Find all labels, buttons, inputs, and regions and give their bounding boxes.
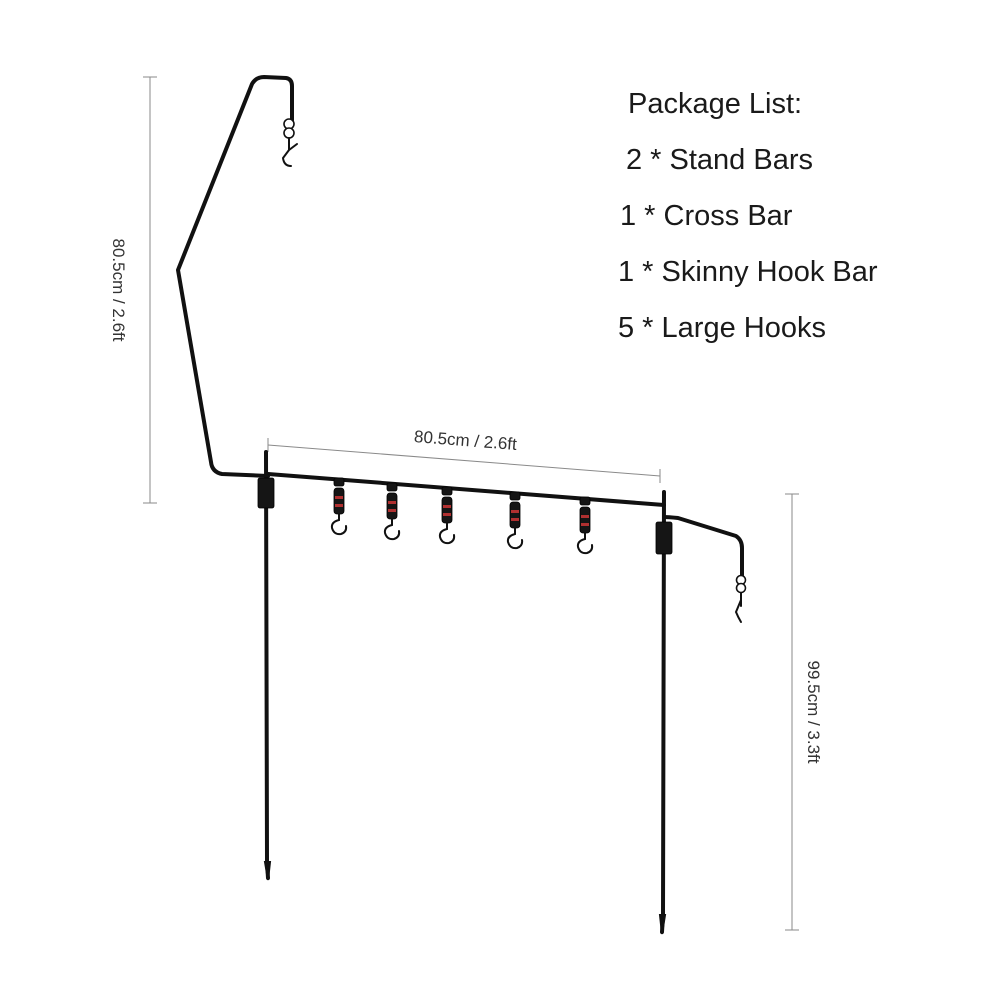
package-list-title: Package List: — [628, 88, 803, 120]
top-hanging-hook-icon — [281, 118, 298, 167]
cross-bar — [266, 472, 666, 507]
left-connector — [257, 477, 275, 509]
large-hook-1 — [330, 477, 348, 536]
right-connector — [655, 521, 673, 555]
left-stand-tip — [263, 861, 272, 881]
skinny-hook-bar — [176, 75, 294, 478]
right-height-dimension: 99.5cm / 3.3ft — [785, 493, 823, 931]
package-item-stand-bars: 2 * Stand Bars — [626, 144, 813, 176]
right-stand-bar — [660, 490, 666, 934]
large-hook-4 — [506, 491, 524, 550]
left-stand-bar — [264, 450, 270, 880]
package-item-skinny-hook-bar: 1 * Skinny Hook Bar — [618, 256, 878, 288]
left-height-label: 80.5cm / 2.6ft — [109, 239, 128, 342]
right-height-label: 99.5cm / 3.3ft — [804, 661, 823, 764]
side-hanging-hook-icon — [734, 574, 747, 623]
right-stand-tip — [658, 914, 667, 935]
right-arm-bar — [662, 515, 744, 577]
large-hook-3 — [438, 486, 456, 545]
width-label: 80.5cm / 2.6ft — [413, 427, 517, 454]
left-height-dimension: 80.5cm / 2.6ft — [109, 76, 157, 504]
width-dimension: 80.5cm / 2.6ft — [267, 427, 661, 483]
large-hook-2 — [383, 482, 401, 541]
large-hook-5 — [576, 496, 594, 555]
package-item-cross-bar: 1 * Cross Bar — [620, 200, 793, 232]
package-item-large-hooks: 5 * Large Hooks — [618, 312, 826, 344]
